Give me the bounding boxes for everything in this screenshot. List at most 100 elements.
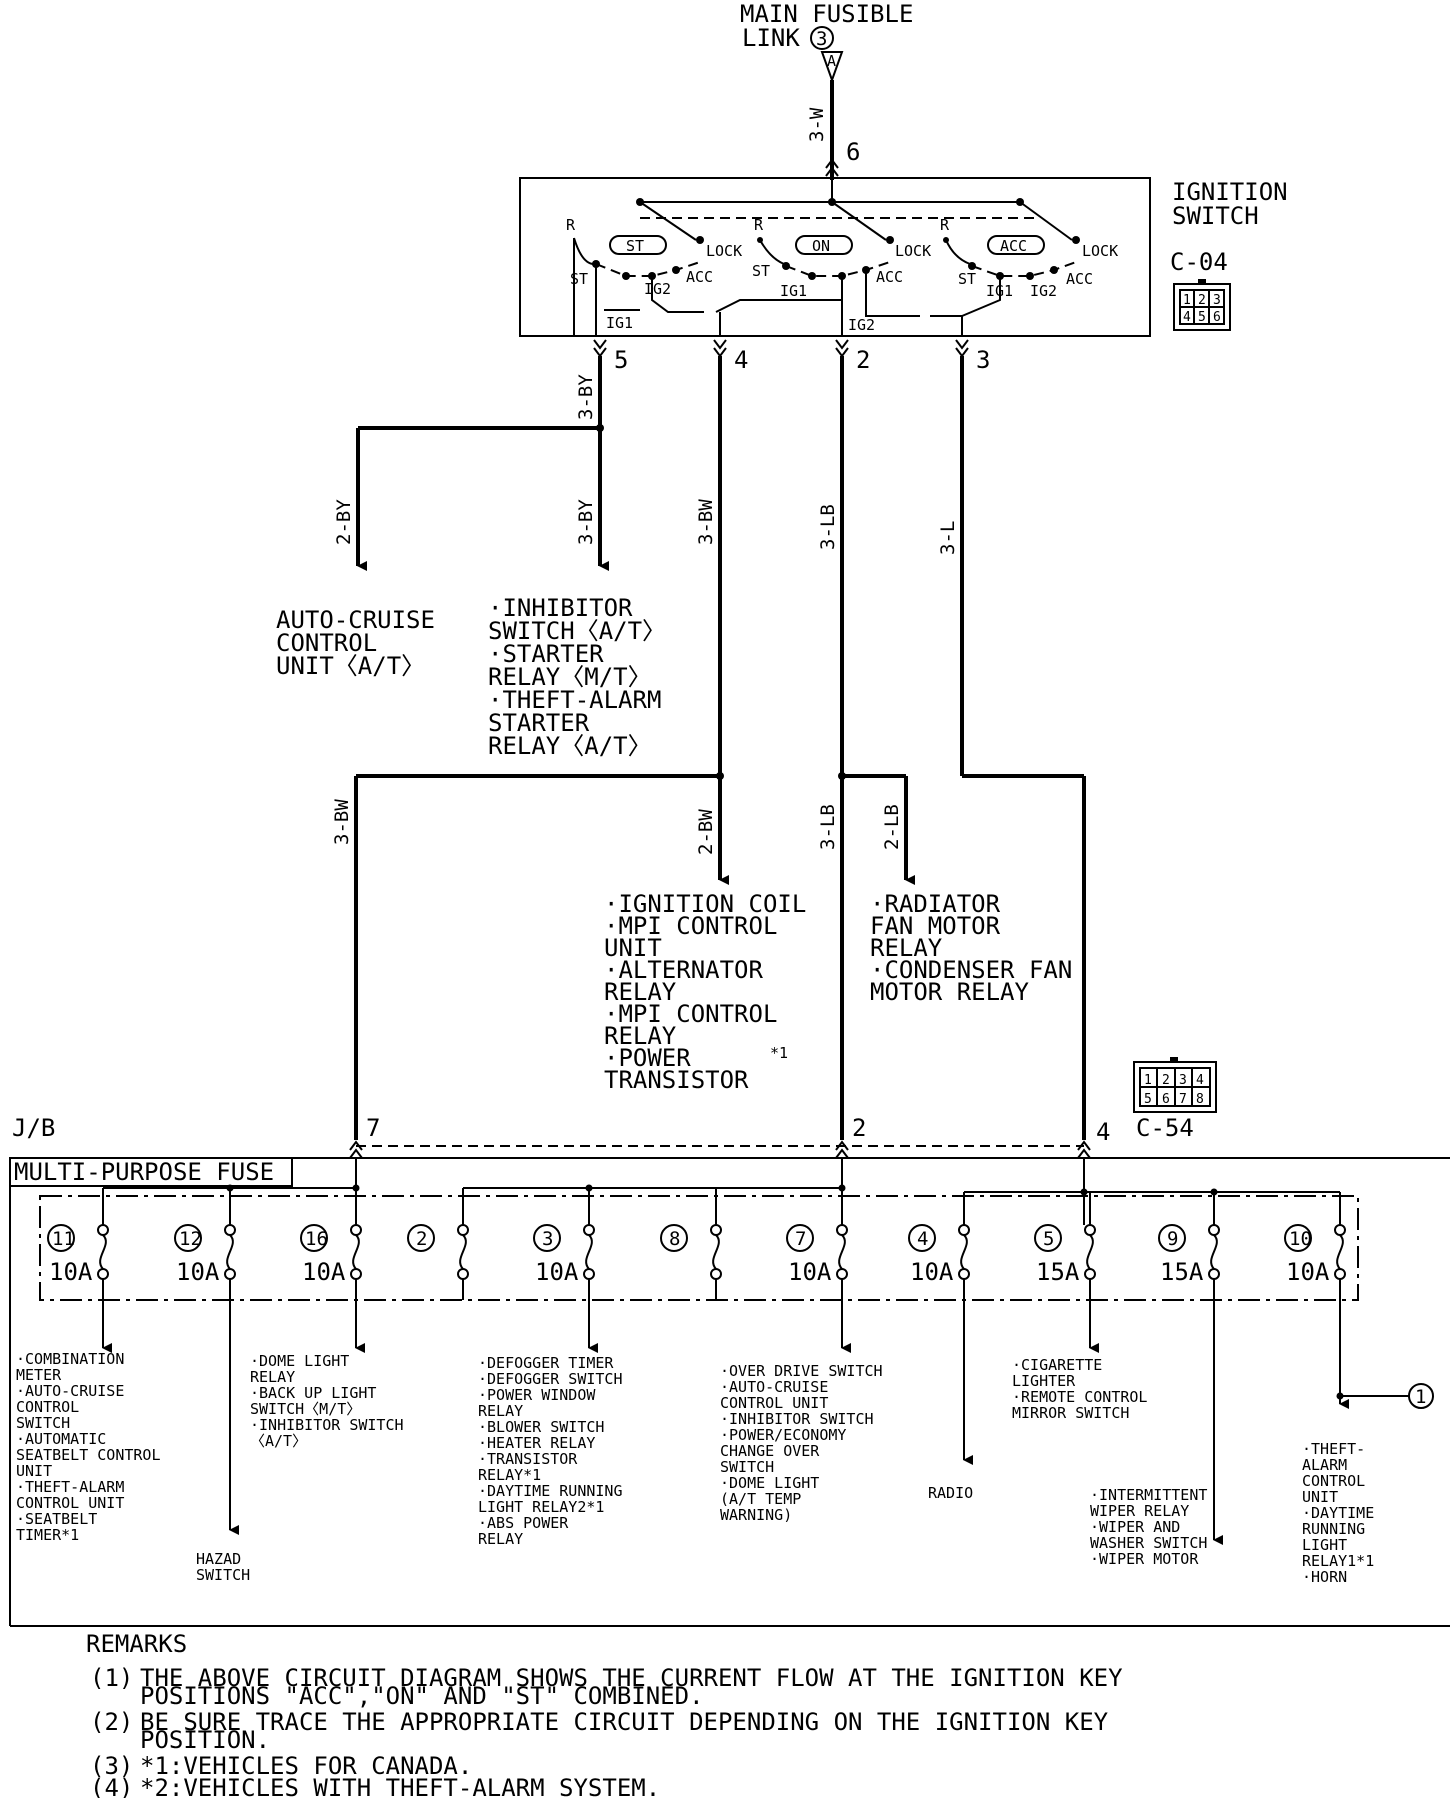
loads.radiator-line-2: RELAY — [870, 934, 943, 962]
f9-line-4: ·WIPER MOTOR — [1090, 1550, 1199, 1568]
fuse-number: 12 — [179, 1228, 202, 1250]
remark-number-1: (1) — [90, 1664, 133, 1692]
f16-line-0: ·DOME LIGHT — [250, 1352, 349, 1370]
svg-text:2: 2 — [1198, 293, 1206, 308]
fuse-number-circle — [908, 1224, 936, 1252]
ignition-switch-box — [519, 177, 1151, 337]
loads.ignition_coil-line-2: UNIT — [604, 934, 662, 962]
svg-text:ACC: ACC — [1066, 270, 1093, 288]
f16-line-1: RELAY — [250, 1368, 295, 1386]
f16-line-4: ·INHIBITOR SWITCH — [250, 1416, 404, 1434]
fuse-number: 8 — [669, 1228, 680, 1250]
position-st: ST — [626, 237, 644, 255]
fuse-rating: 15A — [1036, 1258, 1080, 1286]
f3-line-6: ·TRANSISTOR — [478, 1450, 578, 1468]
f11-line-8: ·THEFT-ALARM — [16, 1478, 124, 1496]
remarks-title: REMARKS — [86, 1630, 187, 1658]
fuse-rating: 10A — [910, 1258, 954, 1286]
f3-line-0: ·DEFOGGER TIMER — [478, 1354, 614, 1372]
svg-text:IG2: IG2 — [644, 280, 671, 298]
fuse-number: 2 — [416, 1228, 427, 1250]
main-fusible-link-title: MAIN FUSIBLE — [740, 0, 913, 28]
fuse-number-circle — [786, 1224, 814, 1252]
jb-pins: 7 2 4 — [349, 1114, 1110, 1159]
fuse-number-circle — [1158, 1224, 1186, 1252]
fuse-number-circle — [1284, 1224, 1312, 1252]
f3-line-8: ·DAYTIME RUNNING — [478, 1482, 623, 1500]
svg-text:1: 1 — [1144, 1073, 1152, 1088]
f9-line-3: WASHER SWITCH — [1090, 1534, 1207, 1552]
ignition-switch-label-2: SWITCH — [1172, 202, 1259, 230]
loads.ignition_coil-line-4: RELAY — [604, 978, 677, 1006]
svg-text:IG1: IG1 — [606, 314, 633, 332]
wire-label-3by: 3-BY — [575, 499, 597, 545]
wire-3bw — [354, 356, 729, 1140]
f3-line-9: LIGHT RELAY2*1 — [478, 1498, 604, 1516]
jb-output-wires: 1 — [102, 1279, 1434, 1545]
f12-line-0: HAZAD — [196, 1550, 241, 1568]
wire-label-3bw: 3-BW — [695, 499, 717, 545]
f7-line-5: CHANGE OVER — [720, 1442, 820, 1460]
svg-text:LOCK: LOCK — [895, 242, 931, 260]
f9-line-1: WIPER RELAY — [1090, 1502, 1189, 1520]
fusible-link-number: 3 — [816, 28, 827, 50]
fuse-2: 2 — [407, 1224, 469, 1280]
f10-line-5: RUNNING — [1302, 1520, 1365, 1538]
connector-c04-label: C-04 — [1170, 248, 1228, 276]
f3-line-7: RELAY*1 — [478, 1466, 541, 1484]
reference-circle-1 — [1408, 1383, 1434, 1409]
f3-line-5: ·HEATER RELAY — [478, 1434, 595, 1452]
f7-line-7: ·DOME LIGHT — [720, 1474, 819, 1492]
output-f4-label: RADIO — [928, 1484, 973, 1502]
fuse-number-circle — [660, 1224, 688, 1252]
svg-text:ST: ST — [570, 270, 588, 288]
f7-line-0: ·OVER DRIVE SWITCH — [720, 1362, 883, 1380]
f7-line-8: (A/T TEMP — [720, 1490, 801, 1508]
wire-label-3l: 3-L — [937, 521, 959, 555]
wire-label-2by: 2-BY — [333, 499, 355, 545]
main-fusible-link-subtitle: LINK — [742, 24, 800, 52]
f11-line-6: SEATBELT CONTROL — [16, 1446, 161, 1464]
f10-line-4: ·DAYTIME — [1302, 1504, 1374, 1522]
fusible-link-number-circle — [810, 26, 834, 50]
loads.radiator-line-3: ·CONDENSER FAN — [870, 956, 1072, 984]
f11-line-10: ·SEATBELT — [16, 1510, 97, 1528]
f10-line-1: ALARM — [1302, 1456, 1347, 1474]
svg-text:LOCK: LOCK — [1082, 242, 1118, 260]
f7-line-4: ·POWER/ECONOMY — [720, 1426, 846, 1444]
position-acc: ACC — [1000, 237, 1027, 255]
output-f11-label: ·COMBINATIONMETER·AUTO-CRUISECONTROLSWIT… — [16, 1350, 161, 1544]
f10-line-8: ·HORN — [1302, 1568, 1347, 1586]
f11-line-0: ·COMBINATION — [16, 1350, 124, 1368]
wire-label-2bw: 2-BW — [695, 809, 717, 855]
svg-text:7: 7 — [1179, 1092, 1187, 1107]
fuse-number: 7 — [795, 1228, 806, 1250]
f7-line-9: WARNING) — [720, 1506, 792, 1524]
fuse-number: 3 — [542, 1228, 553, 1250]
loads.radiator-line-1: FAN MOTOR — [870, 912, 1001, 940]
loads.inhibitor-line-1: SWITCH〈A/T〉 — [488, 617, 666, 645]
fuse-number: 4 — [917, 1228, 928, 1250]
remark-1-line-1: POSITIONS "ACC","ON" AND "ST" COMBINED. — [140, 1682, 704, 1710]
svg-text:6: 6 — [1213, 310, 1221, 325]
f9-line-2: ·WIPER AND — [1090, 1518, 1180, 1536]
svg-text:IG1: IG1 — [780, 282, 807, 300]
f5-line-3: MIRROR SWITCH — [1012, 1404, 1129, 1422]
f10-line-0: ·THEFT- — [1302, 1440, 1365, 1458]
f3-line-2: ·POWER WINDOW — [478, 1386, 596, 1404]
f3-line-3: RELAY — [478, 1402, 523, 1420]
fuse-number-circle — [174, 1224, 202, 1252]
fuse-8: 8 — [660, 1224, 722, 1280]
fuse-rating: 10A — [535, 1258, 579, 1286]
fuse-number: 11 — [52, 1228, 75, 1250]
